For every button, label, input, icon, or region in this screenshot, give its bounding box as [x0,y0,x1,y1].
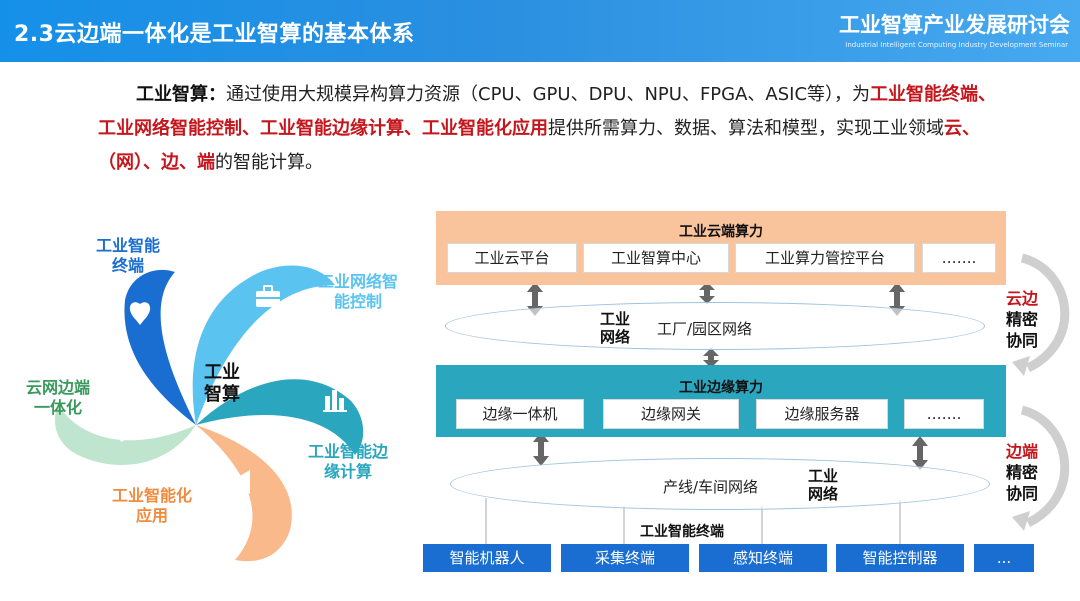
side-label-cloud-edge-line3: 协同 [1006,331,1039,350]
intro-colon: ： [208,84,226,105]
wheel-center-line2: 智算 [204,384,240,405]
org-name-en: Industrial Intelligent Computing Industr… [845,41,1068,49]
wheel-label-integration-line1: 云网边端 [26,378,91,397]
wheel-label-terminal-line1: 工业智能 [96,236,161,255]
side-label-edge-end-line2: 精密 [1006,463,1039,482]
edge-cell-gateway: 边缘网关 [603,399,739,429]
wheel-label-integration: 云网边端 一体化 [26,378,90,418]
edge-layer-title: 工业边缘算力 [679,380,763,396]
wheel-label-terminal: 工业智能 终端 [96,236,160,276]
edge-cell-more: ……. [904,399,984,429]
edge-layer: 工业边缘算力 边缘一体机 边缘网关 边缘服务器 ……. [436,365,1006,437]
factory-network-ellipse [445,302,985,350]
cloud-layer-title: 工业云端算力 [679,224,763,240]
cloud-cell-platform: 工业云平台 [447,243,577,273]
intro-highlight-5: 云、（网）、边、端 [98,118,980,173]
wheel-label-app: 工业智能化 应用 [112,486,192,526]
side-label-cloud-edge-line1: 云边 [1006,289,1039,308]
sync-arc-bottom [1020,405,1070,528]
terminal-sensor: 感知终端 [699,544,827,572]
edge-cell-appliance: 边缘一体机 [456,399,584,429]
wheel-label-app-line2: 应用 [136,506,169,525]
cloud-cell-more: ……. [922,243,996,273]
terminal-controller: 智能控制器 [836,544,964,572]
intro-highlight-2: 工业网络智能控制 [98,118,242,139]
wheel-label-edge-line1: 工业智能边 [308,442,389,461]
side-label-edge-end-line3: 协同 [1006,484,1039,503]
intro-sep-3: 、 [404,118,422,139]
double-arrow-4 [703,348,719,368]
intro-sep-2: 、 [242,118,260,139]
bell-icon [109,418,135,442]
intro-lead: 工业智算 [136,84,208,105]
line-network-label-line2: 网络 [808,485,839,503]
header-bar: 2.3云边端一体化是工业智算的基本体系 工业智算产业发展研讨会 Industri… [0,0,1080,62]
wheel-label-network-line1: 工业网络智 [318,272,399,291]
intro-text-1: 通过使用大规模异构算力资源（CPU、GPU、DPU、NPU、FPGA、ASIC等… [226,84,871,105]
intro-text-3: 的智能计算。 [215,152,323,173]
side-label-cloud-edge: 云边 精密 协同 [1006,288,1038,351]
terminal-robot: 智能机器人 [423,544,551,572]
wheel-label-edge-line2: 缘计算 [324,462,373,481]
wheel-segment-integration [54,405,196,465]
edge-cell-server: 边缘服务器 [756,399,888,429]
factory-network-label-line2: 网络 [600,328,631,346]
intro-paragraph: 工业智算：通过使用大规模异构算力资源（CPU、GPU、DPU、NPU、FPGA、… [98,78,1008,180]
wheel-label-app-line1: 工业智能化 [112,486,193,505]
intro-highlight-1: 工业智能终端 [870,84,979,105]
toolbox-icon [256,285,280,307]
side-label-edge-end-line1: 边端 [1006,442,1039,461]
wheel-segment-app [196,425,292,562]
line-network-label: 工业 网络 [808,467,838,503]
wheel-label-integration-line2: 一体化 [34,398,83,417]
bar-chart-icon [323,390,347,412]
wheel-graphic [54,265,364,562]
terminal-more: ... [974,544,1034,572]
double-arrow-6 [912,436,928,470]
cloud-cell-control: 工业算力管控平台 [735,243,915,273]
wheel-center-line1: 工业 [204,362,240,383]
wheel-center-label: 工业 智算 [204,362,240,406]
intro-sep-1: 、 [978,84,997,105]
factory-network-label-line1: 工业 [600,310,631,328]
wheel-diagram: 工业智能 终端 工业网络智 能控制 工业智能边 缘计算 工业智能化 应用 云网边… [0,200,430,600]
intro-text-2: 提供所需算力、数据、算法和模型，实现工业领域 [548,118,944,139]
wheel-segment-edge [196,379,364,455]
page-title: 2.3云边端一体化是工业智算的基本体系 [14,22,415,47]
wheel-label-network-line2: 能控制 [334,292,383,311]
cloud-layer: 工业云端算力 工业云平台 工业智算中心 工业算力管控平台 ……. [436,211,1006,285]
line-network-label-line1: 工业 [808,467,839,485]
line-network-ellipse [450,458,990,510]
double-arrow-2 [699,282,715,304]
factory-network-text: 工厂/园区网络 [657,320,753,338]
double-arrow-5 [533,432,549,466]
wheel-segment-network [192,265,335,425]
intro-highlight-4: 工业智能化应用 [422,118,548,139]
org-name: 工业智算产业发展研讨会 [839,13,1070,37]
side-label-edge-end: 边端 精密 协同 [1006,441,1038,504]
terminal-drop-lines [485,498,901,544]
factory-network-label: 工业 网络 [600,310,630,346]
terminal-collector: 采集终端 [561,544,689,572]
cloud-cell-center: 工业智算中心 [583,243,729,273]
megaphone-icon [228,470,250,494]
intro-highlight-3: 工业智能边缘计算 [260,118,404,139]
side-label-cloud-edge-line2: 精密 [1006,310,1039,329]
terminal-layer-title: 工业智能终端 [640,524,724,540]
heart-icon [129,302,151,325]
wheel-label-network: 工业网络智 能控制 [318,272,398,312]
wheel-label-terminal-line2: 终端 [112,256,145,275]
sync-arc-top [1020,253,1070,373]
wheel-label-edge: 工业智能边 缘计算 [308,442,388,482]
line-network-text: 产线/车间网络 [663,478,759,496]
